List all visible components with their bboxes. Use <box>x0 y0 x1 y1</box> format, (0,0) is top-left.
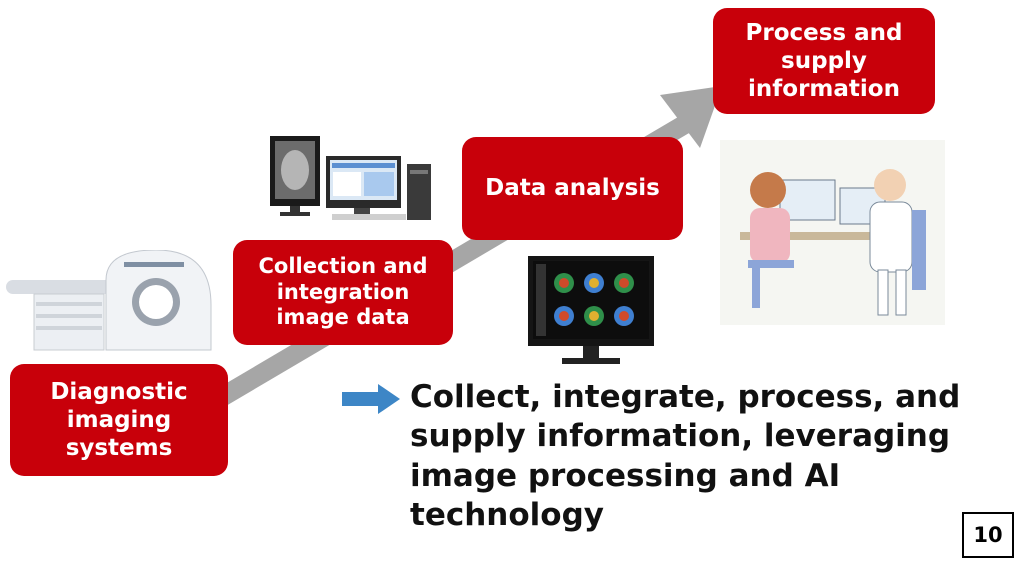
bullet-arrow-icon <box>342 384 400 414</box>
stage-diagnostic-imaging: Diagnostic imaging systems <box>10 364 228 476</box>
xray-workstation-image <box>270 136 431 220</box>
ct-scanner-image <box>6 250 212 351</box>
doctor-consultation-image <box>720 140 945 325</box>
summary-text: Collect, integrate, process, and supply … <box>410 379 961 534</box>
stage-collection-integration: Collection and integration image data <box>233 240 453 345</box>
stage-process-supply: Process and supply information <box>713 8 935 114</box>
analysis-monitor-image <box>528 256 654 364</box>
stage-data-analysis: Data analysis <box>462 137 683 240</box>
page-number: 10 <box>962 512 1014 558</box>
